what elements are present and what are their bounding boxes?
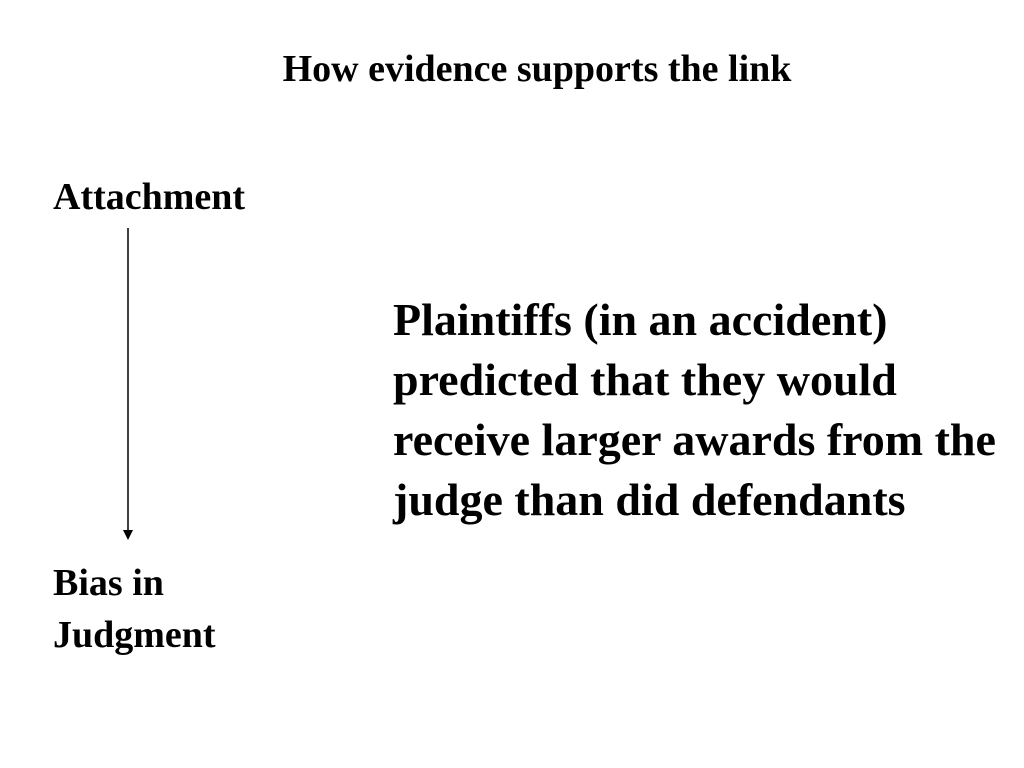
down-arrow-icon — [123, 228, 133, 540]
slide-title: How evidence supports the link — [282, 48, 792, 90]
evidence-text: Plaintiffs (in an accident) predicted th… — [393, 294, 996, 525]
arrow-head — [123, 530, 133, 540]
bias-in-judgment-node: Bias in Judgment — [53, 562, 216, 656]
attachment-node: Attachment — [53, 176, 246, 218]
